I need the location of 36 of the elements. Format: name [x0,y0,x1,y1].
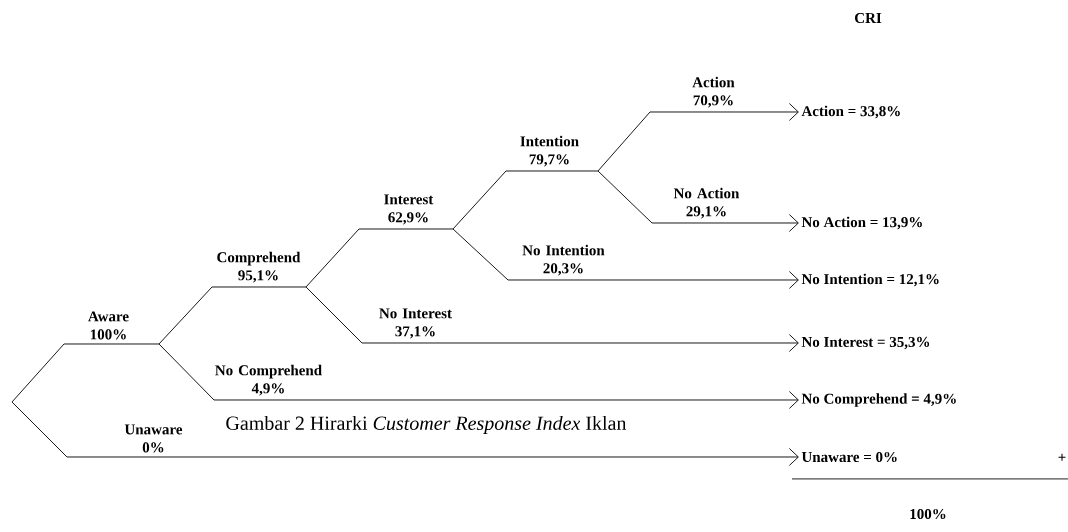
arrow [240,391,799,409]
stage-label: No Comprehend 4,9% [215,364,322,396]
arrow [678,214,799,232]
text-label: CRI [855,12,882,24]
branch-line [11,401,111,458]
stage-label: Action 70,9% [692,76,735,108]
stage-label: No Interest 37,1% [379,308,452,339]
result-label: No Interest = 35,3% [801,336,930,350]
result-label: Unaware = 0% [801,451,897,463]
branch-line [452,170,507,230]
result-label: No Comprehend = 4,9% [801,393,956,407]
branch-line [158,343,242,401]
stage-label: No Action 29,1% [673,187,740,219]
branch-line [597,111,682,172]
stage-label: Unaware 0% [124,424,183,453]
stage-label: Aware 100% [88,311,129,340]
arrow [387,334,799,352]
branch-line [305,286,389,344]
branch-line [305,228,360,288]
stage-label: Interest 62,9% [384,194,434,225]
text-label: 100% [910,508,946,520]
result-label: No Action = 13,9% [801,216,922,230]
result-label: No Intention = 12,1% [801,273,939,287]
branch-line [597,170,680,224]
stage-label: No Intention 20,3% [522,244,605,276]
arrow [534,271,799,289]
stage-label: Comprehend 95,1% [217,251,301,283]
caption: Gambar 2 Hirarki Customer Response Index Iklan [226,415,627,435]
branch-line [11,343,65,403]
branch-line [452,228,536,281]
arrow [680,103,799,121]
text-label: + [1058,453,1066,461]
stage-label: Intention 79,7% [520,135,579,167]
result-label: Action = 33,8% [801,105,900,119]
arrow [109,448,799,466]
branch-line [158,286,213,345]
